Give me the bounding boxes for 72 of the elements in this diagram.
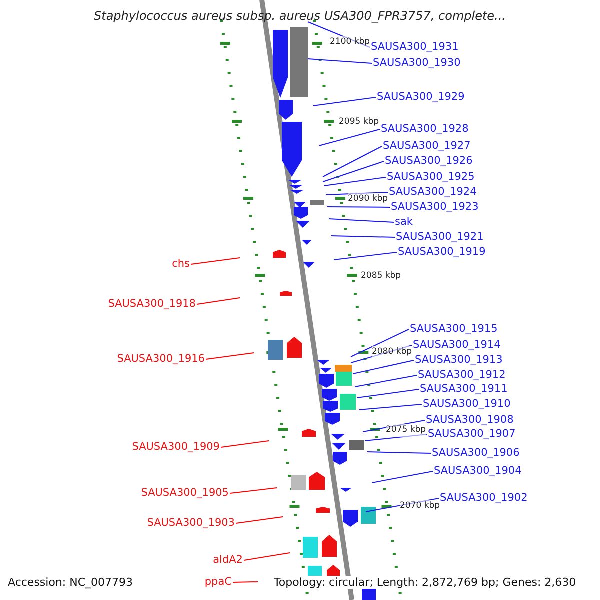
leader-line [324,177,386,186]
gene-label: SAUSA300_1913 [415,354,503,367]
gene-label: SAUSA300_1912 [418,369,506,382]
leader-line [326,192,388,196]
gene-label: SAUSA300_1902 [440,492,528,505]
gene-label: SAUSA300_1930 [373,57,461,70]
gene-label: SAUSA300_1916 [117,353,205,366]
gene-label: sak [395,216,413,229]
tick-label: 2075 kbp [386,424,426,437]
leader-line [322,146,382,178]
leader-line [366,498,440,512]
gene-label: SAUSA300_1919 [398,246,486,259]
gene-label: SAUSA300_1923 [391,201,479,214]
gene-label: ppaC [204,576,232,589]
gene-label: SAUSA300_1924 [389,186,477,199]
gene-label: SAUSA300_1925 [387,171,475,184]
gene-label: SAUSA300_1910 [423,398,511,411]
leader-line [364,434,428,442]
tick-label: 2090 kbp [348,193,388,206]
gene-label: SAUSA300_1921 [396,231,484,244]
leader-line [366,452,432,454]
gene-label: SAUSA300_1918 [108,298,196,311]
leader-line [350,329,410,358]
gene-label: SAUSA300_1926 [385,155,473,168]
leader-line [330,236,396,238]
tick-label: 2080 kbp [372,346,412,359]
gene-label: SAUSA300_1906 [432,447,520,460]
leader-line [230,488,278,494]
leader-line [308,22,370,48]
leader-line [326,206,390,208]
leader-line [328,218,394,223]
leader-line [312,97,376,106]
gene-label: SAUSA300_1931 [371,41,459,54]
gene-label: SAUSA300_1907 [428,428,516,441]
tick-label: 2100 kbp [330,36,370,49]
leader-line [244,552,290,561]
gene-label: SAUSA300_1915 [410,323,498,336]
leader-line [354,375,418,388]
leader-line [220,440,270,448]
leader-line [322,161,384,182]
gene-label: SAUSA300_1911 [420,383,508,396]
gene-label: chs [172,258,190,271]
leader-line [362,420,426,432]
gene-label: SAUSA300_1909 [132,441,220,454]
gene-label: SAUSA300_1904 [434,465,522,478]
leader-line [356,389,420,398]
caption: Accession: NC_007793 [8,576,134,589]
gene-label: SAUSA300_1914 [413,339,501,352]
gene-label: SAUSA300_1903 [147,517,235,530]
leader-line [334,252,398,260]
tick-label: 2070 kbp [400,500,440,513]
title: Staphylococcus aureus subsp. aureus USA300_FPR3757, complete... [94,10,506,23]
leader-line [308,58,372,64]
leader-line [232,582,258,583]
gene-label: SAUSA300_1908 [426,414,514,427]
tick-label: 2095 kbp [339,116,380,129]
leader-line [352,360,414,374]
gene-label: SAUSA300_1928 [381,123,469,136]
leader-line [350,345,412,364]
caption: Topology: circular; Length: 2,872,769 bp; Genes: 2,630 [274,576,576,589]
gene-label: SAUSA300_1927 [383,140,471,153]
leader-line [358,404,422,410]
leader-line [206,352,254,360]
leader-line [372,471,434,484]
leader-line [318,129,380,146]
gene-label: aldA2 [213,554,243,567]
leader-line [236,516,284,524]
leader-line [190,258,240,265]
tick-label: 2085 kbp [361,270,402,283]
gene-label: SAUSA300_1905 [141,487,229,500]
leader-line [196,298,240,305]
gene-label: SAUSA300_1929 [377,91,465,104]
